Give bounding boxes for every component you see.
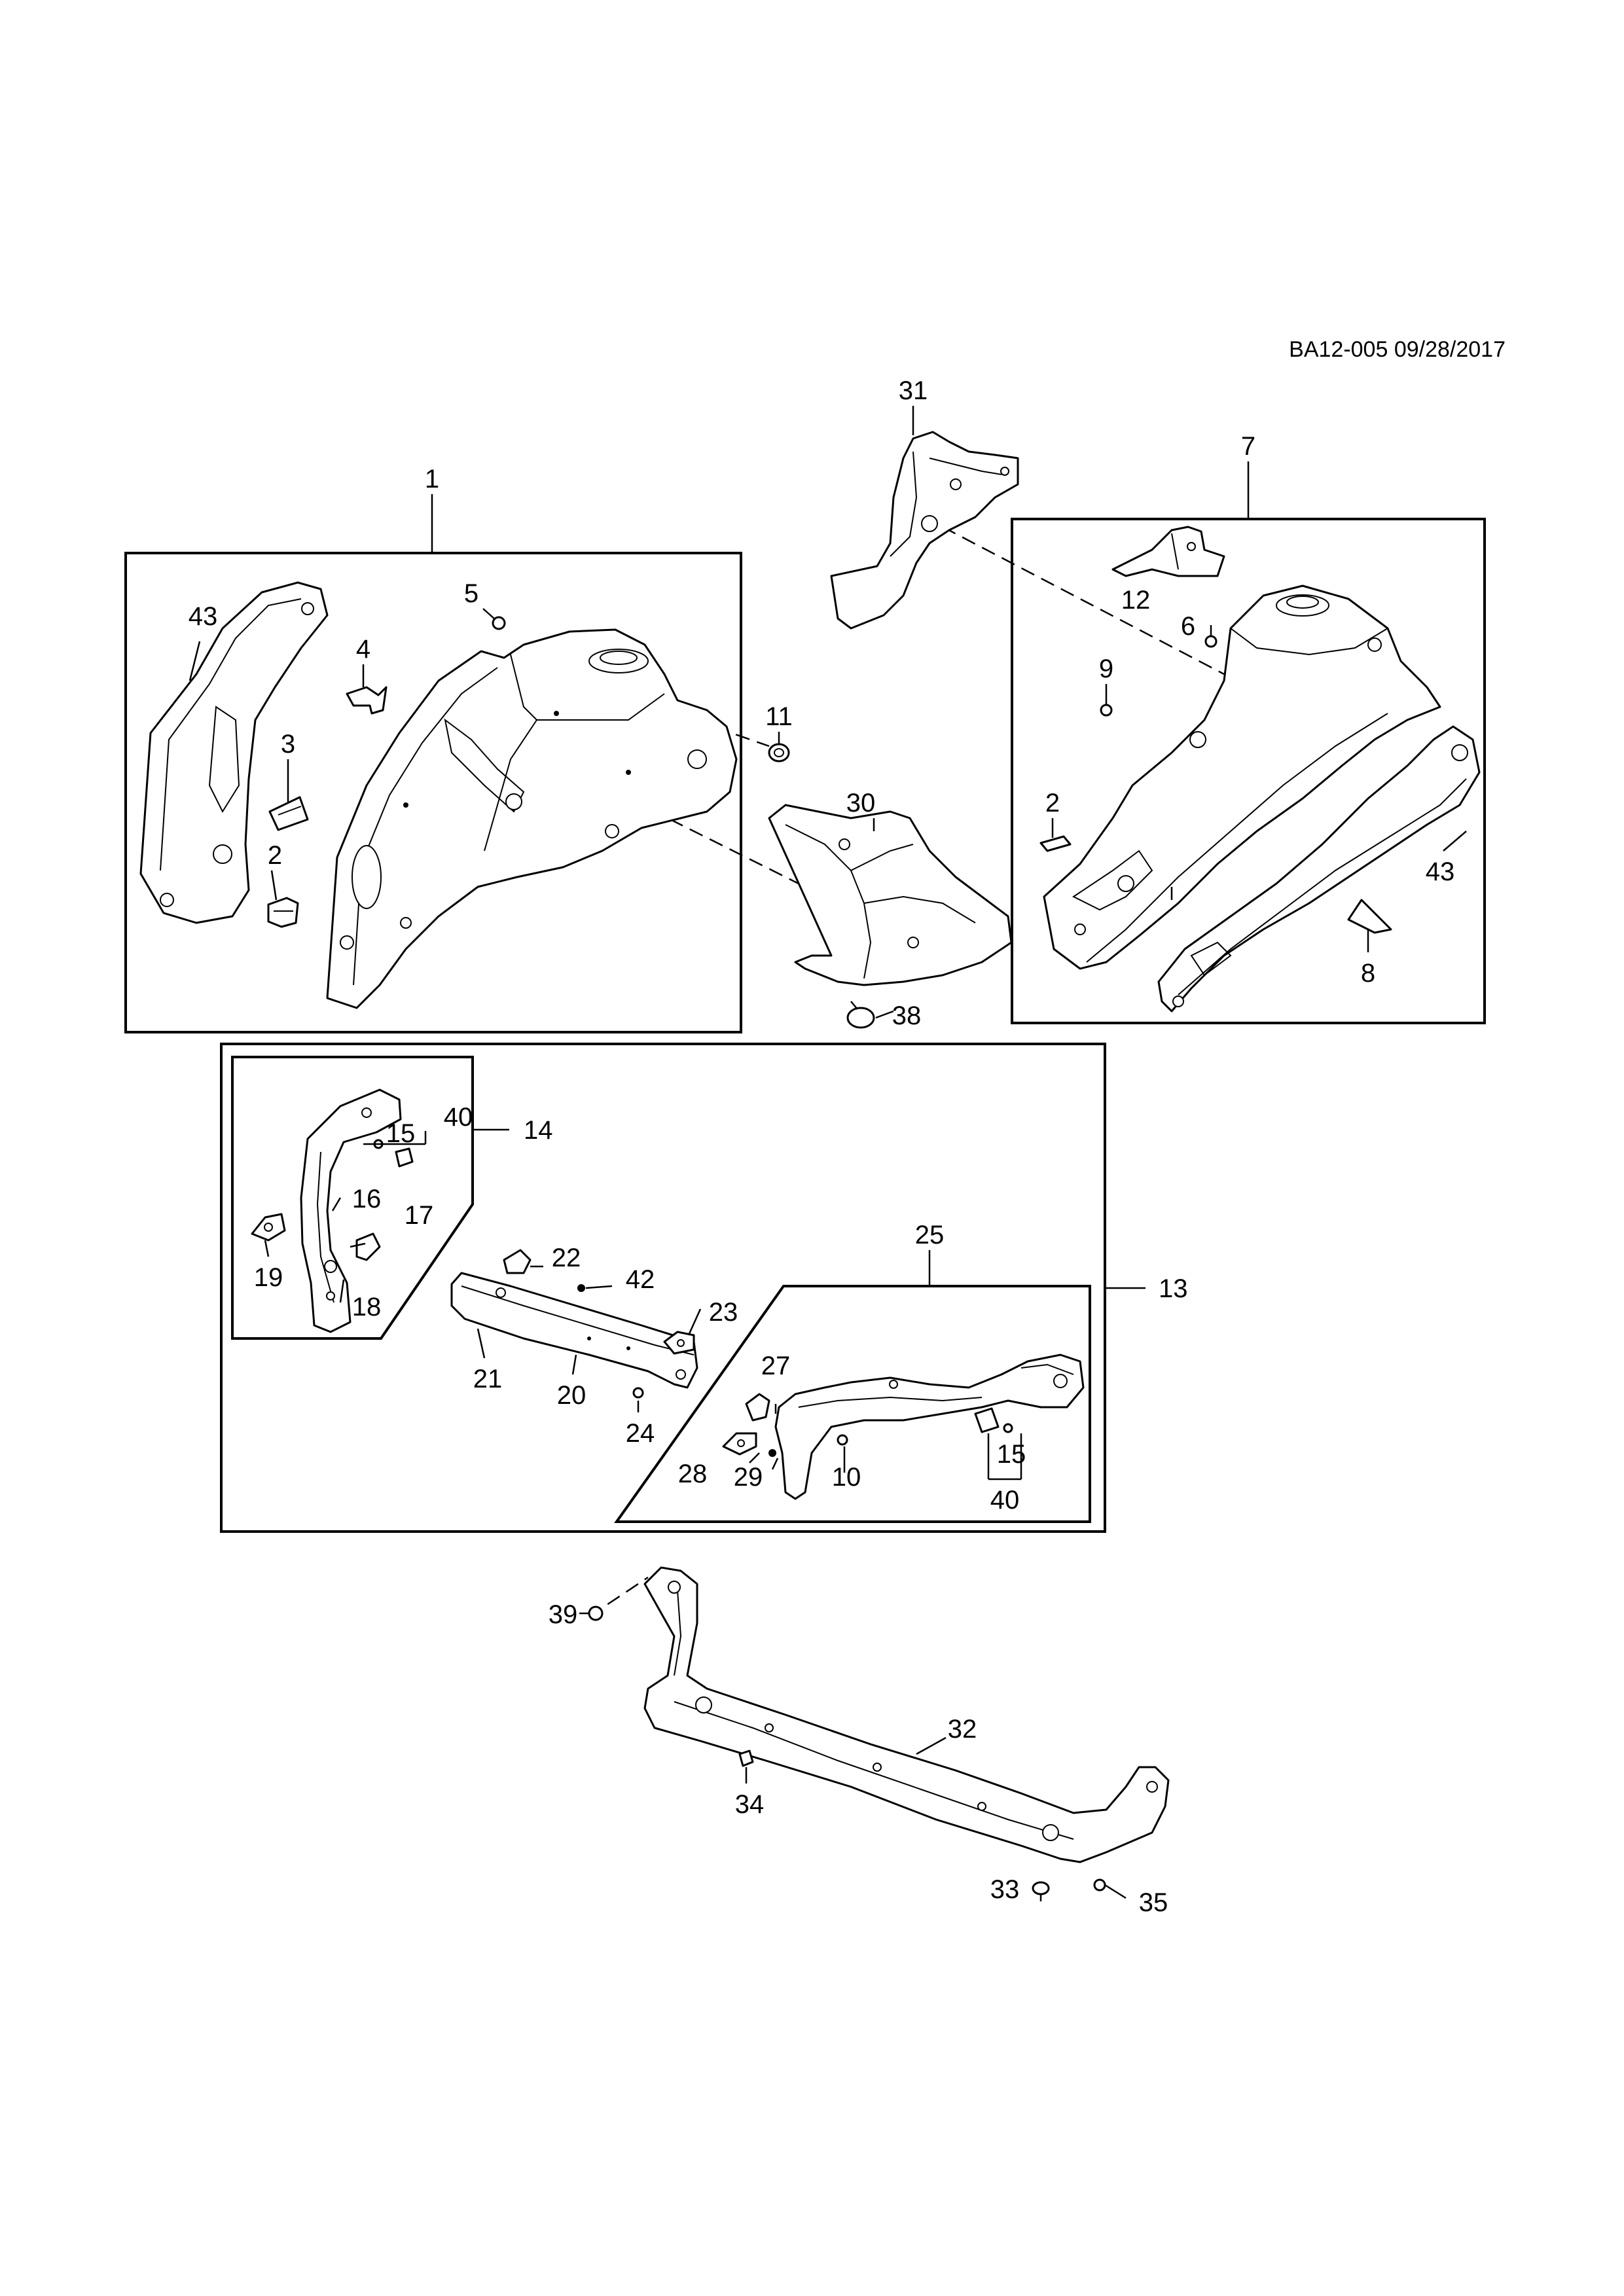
part-23-bracket [663,1331,695,1355]
callout-6: 6 [1181,612,1195,641]
part-5-nut [482,608,506,630]
diagram-reference: BA12-005 09/28/2017 [1289,337,1506,362]
part-42-nut [577,1284,585,1292]
part-43-inner-panel [139,581,329,924]
part-35-nut [1093,1878,1106,1892]
assembly-line-31-7 [942,526,1225,675]
callout-15-b: 15 [997,1440,1026,1469]
callout-39: 39 [549,1600,578,1629]
part-20-crossmember [450,1272,698,1389]
part-30-panel [768,804,1013,986]
part-17-bracket [355,1232,381,1261]
part-40-bracket-a [395,1147,414,1168]
callout-29: 29 [734,1463,763,1492]
callout-25: 25 [915,1221,945,1249]
wheelhouse-assembly-left [326,628,738,1009]
callout-27: 27 [761,1352,791,1380]
callout-7: 7 [1241,432,1255,461]
part-19-bracket [251,1213,286,1242]
callout-20: 20 [557,1381,586,1410]
part-40-bracket-b [974,1407,1000,1433]
callout-35: 35 [1139,1888,1168,1917]
callout-19: 19 [254,1263,283,1292]
callout-31: 31 [899,376,928,405]
part-2-clip-left [267,897,299,928]
callout-30: 30 [846,789,876,817]
group-14-frame [231,1056,474,1340]
callout-leaders [189,406,1467,1901]
callout-10: 10 [832,1463,861,1492]
part-9-nut [1100,704,1113,717]
callout-43-left: 43 [189,602,218,631]
part-29-nut [768,1449,776,1457]
part-22-bracket [503,1249,532,1274]
callout-40-a: 40 [444,1103,473,1132]
callout-15-a: 15 [386,1119,416,1148]
part-33-bushing [1032,1881,1050,1895]
group-1-frame [124,552,742,1033]
part-43-outer-panel [1157,725,1481,1013]
part-10-nut [837,1434,848,1446]
callout-21: 21 [473,1365,503,1393]
callout-1: 1 [425,465,439,493]
callout-34: 34 [735,1790,765,1819]
callout-43-right: 43 [1426,857,1455,886]
wheelhouse-assembly-right [1043,584,1441,970]
callout-12: 12 [1121,586,1151,615]
callout-23: 23 [709,1298,738,1327]
callout-24: 24 [626,1419,655,1448]
part-39-bolt [588,1605,604,1621]
part-25-rail [774,1354,1085,1500]
part-28-bracket [722,1432,757,1456]
callout-13: 13 [1159,1274,1188,1303]
callout-32: 32 [948,1715,977,1744]
part-27-bracket [745,1393,770,1422]
part-6-nut [1204,635,1218,648]
callout-40-b: 40 [990,1486,1020,1515]
callout-4: 4 [356,635,370,664]
callout-5: 5 [464,579,478,608]
part-2-clip-right [1039,835,1072,852]
part-31-bracket [830,431,1019,630]
callout-11: 11 [765,702,793,731]
callout-18: 18 [352,1293,382,1321]
callout-3: 3 [281,730,295,759]
part-3-bracket [268,796,309,831]
part-34-nut [738,1749,754,1767]
part-8-bracket [1347,899,1392,934]
callout-28: 28 [678,1460,708,1488]
callout-17: 17 [405,1201,434,1230]
callout-2-right: 2 [1045,789,1060,817]
part-14-rail [300,1088,402,1333]
callout-14: 14 [524,1116,553,1145]
callout-9: 9 [1099,655,1113,683]
part-15-bolt-b [1003,1423,1013,1433]
group-25-frame [614,1285,1091,1523]
part-24-nut [632,1387,644,1399]
callout-16: 16 [352,1185,382,1213]
callout-42: 42 [626,1265,655,1294]
part-4-bracket [346,686,388,715]
part-11-grommet [768,743,790,762]
callout-38: 38 [892,1001,922,1030]
callout-2-left: 2 [268,841,282,870]
callout-22: 22 [552,1244,581,1272]
callout-33: 33 [990,1875,1020,1904]
part-12-bracket [1111,526,1225,577]
part-38-plug [846,1001,875,1029]
part-32-crossmember [643,1566,1170,1863]
callout-8: 8 [1361,959,1375,988]
